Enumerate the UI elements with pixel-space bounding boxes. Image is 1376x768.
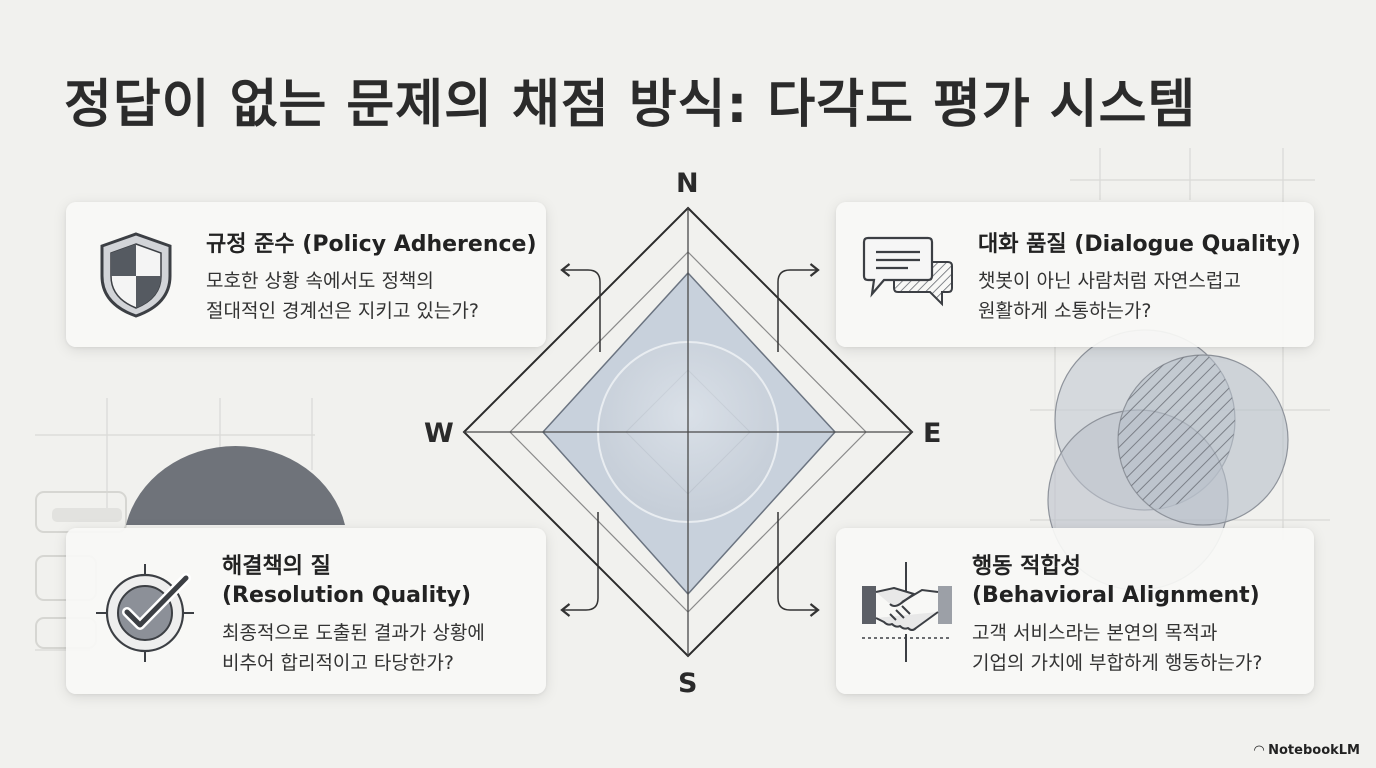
background-grid-left xyxy=(35,398,315,651)
handshake-icon xyxy=(862,562,952,662)
card-desc-line-1: 최종적으로 도출된 결과가 상황에 xyxy=(222,622,485,644)
card-title: 대화 품질 (Dialogue Quality) xyxy=(978,232,1301,257)
compass-west-label: W xyxy=(424,418,454,449)
card-title-line-2: (Behavioral Alignment) xyxy=(972,583,1260,608)
compass-north-label: N xyxy=(676,168,699,199)
compass-south-label: S xyxy=(678,668,698,699)
card-desc-line-1: 챗봇이 아닌 사람처럼 자연스럽고 xyxy=(978,270,1241,292)
card-behavioral-alignment: 행동 적합성 (Behavioral Alignment) 고객 서비스라는 본… xyxy=(836,528,1314,694)
card-resolution-quality: 해결책의 질 (Resolution Quality) 최종적으로 도출된 결과… xyxy=(66,528,546,694)
notebooklm-brand: ◠NotebookLM xyxy=(1254,743,1360,758)
card-desc-line-2: 절대적인 경계선은 지키고 있는가? xyxy=(206,300,479,322)
card-desc-line-2: 원활하게 소통하는가? xyxy=(978,300,1152,322)
page-title: 정답이 없는 문제의 채점 방식: 다각도 평가 시스템 xyxy=(64,75,1197,135)
card-desc-line-2: 비추어 합리적이고 타당한가? xyxy=(222,652,454,674)
arrow-south-east xyxy=(777,512,820,617)
card-dialogue-quality: 대화 품질 (Dialogue Quality) 챗봇이 아닌 사람처럼 자연스… xyxy=(836,202,1314,347)
arrow-north-east xyxy=(777,263,820,352)
card-title-line-1: 해결책의 질 xyxy=(222,554,331,579)
target-check-icon xyxy=(96,564,194,662)
chat-bubbles-icon xyxy=(862,236,953,307)
card-title: 규정 준수 (Policy Adherence) xyxy=(206,232,537,257)
card-title-line-2: (Resolution Quality) xyxy=(222,583,472,608)
arrow-north-west xyxy=(560,263,601,352)
notebooklm-logo-icon: ◠ xyxy=(1254,743,1265,758)
card-policy-adherence: 규정 준수 (Policy Adherence) 모호한 상황 속에서도 정책의… xyxy=(66,202,546,347)
card-desc-line-1: 고객 서비스라는 본연의 목적과 xyxy=(972,622,1218,644)
card-title-line-1: 행동 적합성 xyxy=(972,554,1081,579)
compass-east-label: E xyxy=(923,418,942,449)
card-desc-line-1: 모호한 상황 속에서도 정책의 xyxy=(206,270,434,292)
card-desc-line-2: 기업의 가치에 부합하게 행동하는가? xyxy=(972,652,1263,674)
brand-label: NotebookLM xyxy=(1268,743,1360,758)
shield-icon xyxy=(100,232,172,318)
background-half-circle xyxy=(126,446,345,525)
arrow-south-west xyxy=(560,512,599,617)
background-venn-circles xyxy=(1047,329,1289,591)
